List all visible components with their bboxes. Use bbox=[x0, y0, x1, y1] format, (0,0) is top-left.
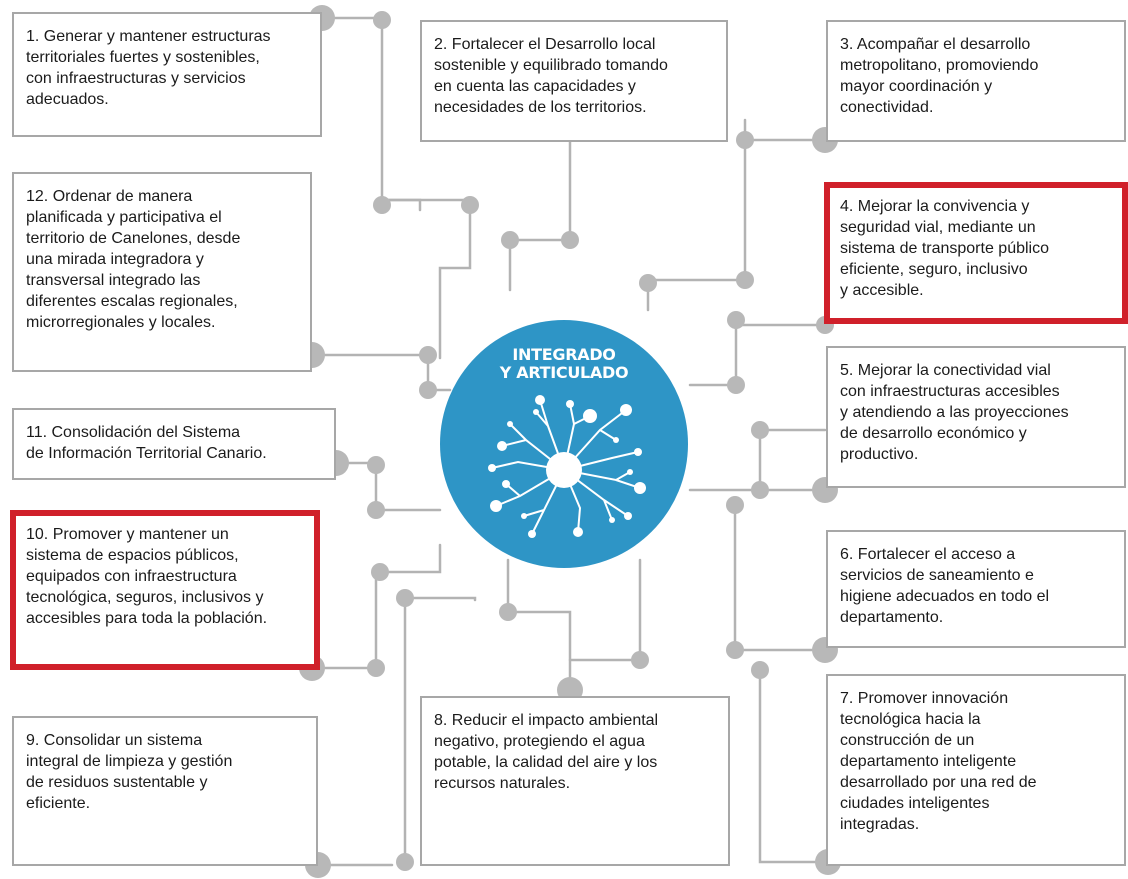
goal-box-11: 11. Consolidación del Sistema de Informa… bbox=[12, 408, 336, 480]
center-circle: INTEGRADO Y ARTICULADO bbox=[440, 320, 688, 568]
goal-box-12: 12. Ordenar de manera planificada y part… bbox=[12, 172, 312, 372]
center-title: INTEGRADO Y ARTICULADO bbox=[499, 345, 629, 382]
goal-box-1: 1. Generar y mantener estructuras territ… bbox=[12, 12, 322, 137]
network-burst-icon bbox=[488, 395, 646, 538]
goal-box-7: 7. Promover innovación tecnológica hacia… bbox=[826, 674, 1126, 866]
goal-box-3: 3. Acompañar el desarrollo metropolitano… bbox=[826, 20, 1126, 142]
goal-box-6: 6. Fortalecer el acceso a servicios de s… bbox=[826, 530, 1126, 648]
goal-box-2: 2. Fortalecer el Desarrollo local sosten… bbox=[420, 20, 728, 142]
goal-box-10: 10. Promover y mantener un sistema de es… bbox=[10, 510, 320, 670]
goal-box-4: 4. Mejorar la convivencia y seguridad vi… bbox=[824, 182, 1128, 324]
goal-box-8: 8. Reducir el impacto ambiental negativo… bbox=[420, 696, 730, 866]
goal-box-9: 9. Consolidar un sistema integral de lim… bbox=[12, 716, 318, 866]
goal-box-5: 5. Mejorar la conectividad vial con infr… bbox=[826, 346, 1126, 488]
